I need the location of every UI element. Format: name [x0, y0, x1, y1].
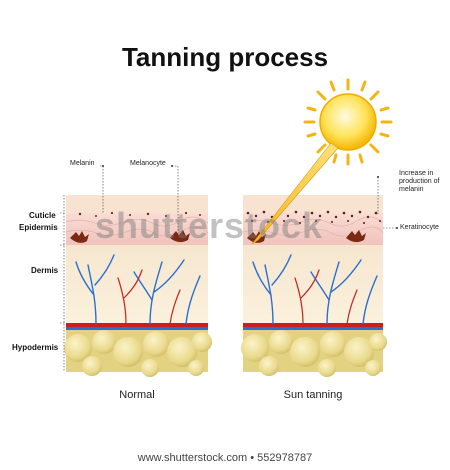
page-title: Tanning process — [121, 42, 329, 72]
melanin-label: Melanin — [70, 160, 95, 167]
hypodermis-label: Hypodermis — [12, 343, 59, 352]
dermis-layer — [66, 245, 208, 323]
melanocyte-label: Melanocyte — [130, 160, 166, 167]
vein-band — [66, 327, 208, 330]
blood-vessels-normal — [75, 254, 201, 325]
cuticle-layer — [66, 195, 208, 213]
epidermis-label: Epidermis — [19, 223, 58, 232]
artery-band — [243, 323, 383, 327]
watermark-text: shutterstock — [95, 205, 324, 246]
skin-panel-normal — [64, 195, 212, 377]
epidermis-cells — [65, 216, 209, 237]
cuticle-label: Cuticle — [29, 211, 56, 220]
fat-cells — [64, 330, 212, 377]
keratinocyte-label: Keratinocyte — [400, 224, 439, 231]
ultraviolet-ray-icon — [251, 142, 339, 245]
footer-credit: www.shutterstock.com • 552978787 — [137, 452, 313, 464]
fat-cells — [241, 330, 387, 377]
melanin-dots-increased — [246, 210, 381, 224]
layer-brackets — [60, 195, 66, 372]
artery-band — [66, 323, 208, 327]
melanin-dots — [78, 211, 201, 217]
dermis-label: Dermis — [31, 266, 59, 275]
melanocyte-cells — [70, 230, 190, 243]
increase-melanin-label: Increase in production of melanin — [399, 170, 440, 193]
cuticle-layer — [243, 195, 383, 213]
caption-sun-tanning: Sun tanning — [283, 389, 343, 401]
vein-band — [243, 327, 383, 330]
leader-dots — [102, 165, 398, 229]
caption-normal: Normal — [119, 389, 155, 401]
blood-vessels-tanning — [252, 254, 378, 325]
skin-panel-tanning — [241, 195, 387, 377]
melanocyte-cells — [247, 230, 366, 243]
sun-icon — [303, 78, 393, 166]
